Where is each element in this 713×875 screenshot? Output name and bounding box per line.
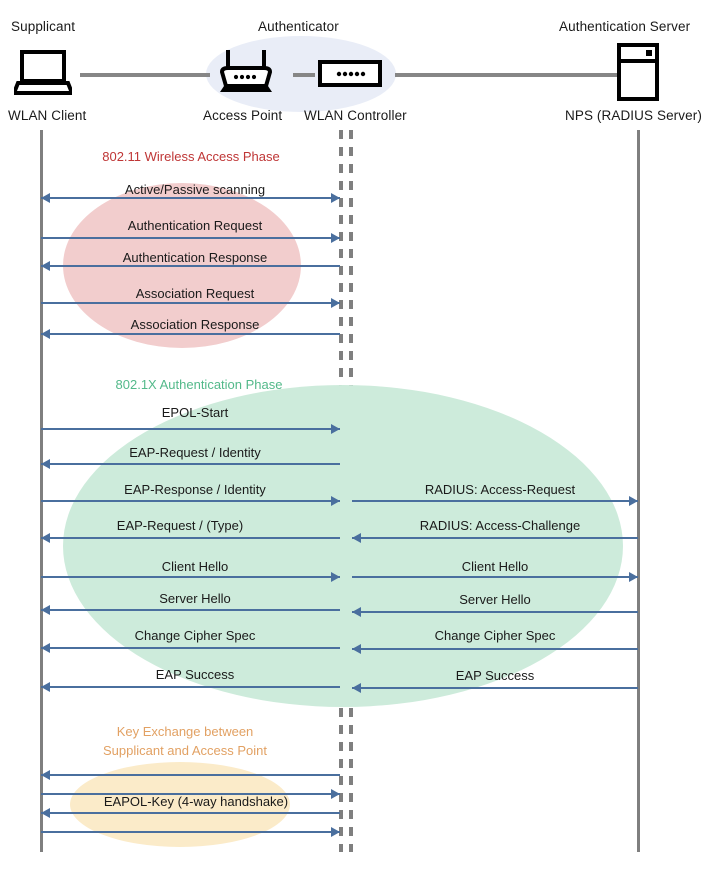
message-label-eap-request-type: EAP-Request / (Type) — [116, 518, 244, 533]
message-line-association-request — [41, 302, 340, 304]
message-line-authentication-request — [41, 237, 340, 239]
actor-caption-access-point: Access Point — [203, 108, 283, 123]
message-arrowhead-change-cipher-spec-left — [41, 643, 50, 653]
phase-label-dot1x-authentication: 802.1X Authentication Phase — [115, 377, 283, 392]
message-label-change-cipher-spec-right: Change Cipher Spec — [434, 628, 556, 643]
message-arrowhead-epol-start — [331, 424, 340, 434]
message-label-association-response: Association Response — [130, 317, 260, 332]
actor-title-authenticator: Authenticator — [258, 19, 339, 34]
message-line-eap-response-identity — [41, 500, 340, 502]
message-label-server-hello-left: Server Hello — [159, 591, 231, 606]
phase-label-key-exchange-line2: Supplicant and Access Point — [102, 743, 268, 758]
message-label-change-cipher-spec-left: Change Cipher Spec — [134, 628, 256, 643]
message-label-client-hello-right: Client Hello — [461, 559, 529, 574]
message-arrowhead-eap-request-identity — [41, 459, 50, 469]
message-arrowhead-eap-response-identity — [331, 496, 340, 506]
actor-caption-wlan-controller: WLAN Controller — [304, 108, 407, 123]
link-client-to-ap — [80, 73, 210, 77]
message-label-authentication-response: Authentication Response — [122, 250, 268, 265]
phase-ellipse-dot1x-authentication — [63, 385, 623, 707]
message-line-key-exchange-4 — [41, 831, 340, 833]
message-label-eap-success-left: EAP Success — [155, 667, 235, 682]
message-label-authentication-request: Authentication Request — [127, 218, 263, 233]
message-label-eap-response-identity: EAP-Response / Identity — [124, 482, 266, 497]
actor-title-supplicant: Supplicant — [11, 19, 76, 34]
message-line-server-hello-left — [41, 609, 340, 611]
message-arrowhead-eap-success-left — [41, 682, 50, 692]
message-label-eap-request-identity: EAP-Request / Identity — [129, 445, 261, 460]
message-arrowhead-change-cipher-spec-right — [352, 644, 361, 654]
message-arrowhead-eap-request-type — [41, 533, 50, 543]
message-arrowhead-association-request — [331, 298, 340, 308]
message-arrowhead-active-passive-scanning-right — [331, 193, 340, 203]
message-arrowhead-key-exchange-1 — [41, 770, 50, 780]
link-ap-to-controller — [293, 73, 315, 77]
message-arrowhead-client-hello-left — [331, 572, 340, 582]
message-arrowhead-authentication-request — [331, 233, 340, 243]
message-line-key-exchange-1 — [41, 774, 340, 776]
actor-title-authentication-server: Authentication Server — [559, 19, 691, 34]
network-switch-icon — [318, 60, 382, 87]
message-arrowhead-key-exchange-2 — [331, 789, 340, 799]
laptop-icon — [11, 50, 75, 95]
message-arrowhead-eap-success-right — [352, 683, 361, 693]
message-label-active-passive-scanning: Active/Passive scanning — [124, 182, 266, 197]
message-arrowhead-association-response — [41, 329, 50, 339]
message-line-server-hello-right — [352, 611, 638, 613]
actor-caption-nps-radius-server: NPS (RADIUS Server) — [565, 108, 702, 123]
message-label-client-hello-left: Client Hello — [161, 559, 229, 574]
message-arrowhead-radius-access-challenge — [352, 533, 361, 543]
message-arrowhead-key-exchange-4 — [331, 827, 340, 837]
message-line-active-passive-scanning — [41, 197, 340, 199]
message-line-key-exchange-2 — [41, 793, 340, 795]
message-arrowhead-key-exchange-3 — [41, 808, 50, 818]
lifeline-auth-server — [637, 130, 640, 852]
message-label-eapol-key-4-way-handshake: EAPOL-Key (4-way handshake) — [103, 794, 289, 809]
actor-caption-wlan-client: WLAN Client — [8, 108, 87, 123]
message-label-radius-access-request: RADIUS: Access-Request — [424, 482, 576, 497]
message-line-client-hello-left — [41, 576, 340, 578]
message-line-eap-request-type — [41, 537, 340, 539]
message-line-epol-start — [41, 428, 340, 430]
phase-label-key-exchange-line1: Key Exchange between — [116, 724, 254, 739]
message-line-key-exchange-3 — [41, 812, 340, 814]
message-line-change-cipher-spec-right — [352, 648, 638, 650]
message-label-eap-success-right: EAP Success — [455, 668, 535, 683]
message-line-eap-request-identity — [41, 463, 340, 465]
message-arrowhead-radius-access-request — [629, 496, 638, 506]
link-controller-to-server — [395, 73, 617, 77]
message-line-authentication-response — [41, 265, 340, 267]
server-icon — [617, 43, 659, 101]
message-line-radius-access-challenge — [352, 537, 638, 539]
message-arrowhead-authentication-response — [41, 261, 50, 271]
message-line-change-cipher-spec-left — [41, 647, 340, 649]
message-line-radius-access-request — [352, 500, 638, 502]
message-arrowhead-server-hello-right — [352, 607, 361, 617]
message-line-client-hello-right — [352, 576, 638, 578]
message-line-eap-success-left — [41, 686, 340, 688]
message-label-radius-access-challenge: RADIUS: Access-Challenge — [419, 518, 581, 533]
message-label-epol-start: EPOL-Start — [161, 405, 229, 420]
phase-label-wireless-access: 802.11 Wireless Access Phase — [102, 149, 280, 164]
message-arrowhead-client-hello-right — [629, 572, 638, 582]
message-label-server-hello-right: Server Hello — [459, 592, 531, 607]
message-line-eap-success-right — [352, 687, 638, 689]
lifeline-supplicant — [40, 130, 43, 852]
message-line-association-response — [41, 333, 340, 335]
wireless-router-icon — [216, 48, 276, 94]
message-arrowhead-server-hello-left — [41, 605, 50, 615]
message-label-association-request: Association Request — [135, 286, 255, 301]
message-arrowhead-active-passive-scanning — [41, 193, 50, 203]
